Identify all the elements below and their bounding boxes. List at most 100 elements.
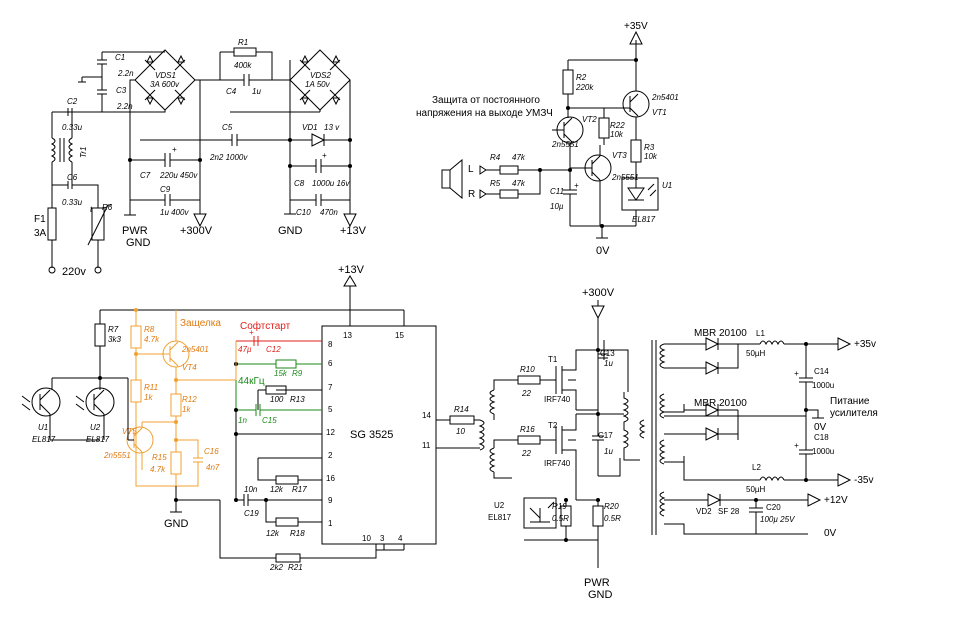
u2-type: EL817 [86,435,110,444]
pitanie2: усилителя [830,408,878,419]
c20-label: C20 [766,503,781,512]
c7-value: 220u 450v [159,171,198,180]
c10-value: 470n [320,208,338,217]
r19-value: 0.5R [552,514,569,523]
mains-220v: 220v [62,266,86,278]
output-rectifier-block: MBR 20100 MBR 20100 L1 50µH +35v C14 100… [639,328,878,539]
c14-plus: + [794,369,799,378]
pin8: 8 [328,340,333,349]
c18-value: 1000u [812,447,834,456]
f1-label: F1 [34,214,46,225]
r9-value: 15k [274,369,288,378]
r3-label: R3 [644,143,655,152]
c2-label: C2 [67,97,78,106]
r17-label: R17 [292,485,307,494]
vt1-type: 2n5401 [651,93,679,102]
c4-label: C4 [226,87,237,96]
pwr-label: PWR [122,225,148,237]
c9-label: C9 [160,185,171,194]
u1b-type: EL817 [32,435,56,444]
sf28-label: SF 28 [718,507,740,516]
vd1-value: 13 v [324,123,340,132]
p35-label: +35V [624,21,648,32]
r13-value: 100 [270,395,284,404]
svg-text:+: + [249,328,254,337]
c4-value: 1u [252,87,261,96]
r22-label: R22 [610,121,625,130]
r7-label: R7 [108,325,119,334]
r5-value: 47k [512,179,526,188]
r16-value: 22 [521,449,531,458]
r4-value: 47k [512,153,526,162]
c1-label: C1 [115,53,125,62]
r17-value: 12k [270,485,284,494]
c18-label: C18 [814,433,829,442]
mains-rectifier-block: C1 2.2n C3 2.2n C2 0.33u Tr1 C6 0.33u F1… [34,38,367,278]
r19-label: R19 [552,502,567,511]
vds1-label: VDS1 [155,71,176,80]
c13-value: 1u [604,359,613,368]
pin12: 12 [326,428,335,437]
gnd2-label: GND [278,225,303,237]
c10-label: C10 [296,208,311,217]
pin4: 4 [398,534,403,543]
pin15: 15 [395,331,404,340]
r5-label: R5 [490,179,501,188]
c11-label: C11 [550,187,564,196]
c6-label: C6 [67,173,78,182]
r21-label: R21 [288,563,303,572]
mbr2-label: MBR 20100 [694,398,747,409]
t1-type: IRF740 [544,395,571,404]
c14-label: C14 [814,367,829,376]
c5-value: 2n2 1000v [209,153,248,162]
pin10: 10 [362,534,371,543]
c19-value: 10n [244,485,258,494]
l1-label: L1 [756,329,765,338]
p12v-label: +12V [824,495,848,506]
p300b-label: +300V [582,287,615,299]
pin3: 3 [380,534,385,543]
c15-label: C15 [262,416,277,425]
ov-label: 0V [814,422,827,433]
mbr1-label: MBR 20100 [694,328,747,339]
u2-label: U2 [90,423,101,432]
c8-label: C8 [294,179,305,188]
vt5-label: VT5 [122,427,137,436]
khz44-label: 44кГц [238,376,265,387]
c12-value: 47µ [238,345,252,354]
c20-value: 100µ 25V [760,515,795,524]
sg3525-chip [321,325,437,545]
r15-value: 4.7k [150,465,166,474]
r12-value: 1k [182,405,191,414]
t2-label: T2 [548,421,558,430]
softstart-label: Софтстарт [240,320,291,332]
c14-value: 1000u [812,381,834,390]
r1-value: 400k [234,61,252,70]
c17-label: C17 [598,431,613,440]
control-block: +13V SG 3525 13 15 8 6 7 5 12 2 16 9 1 1… [21,264,437,572]
r13-label: R13 [290,395,305,404]
speaker-R: R [468,189,475,200]
r3-value: 10k [644,152,658,161]
c5-label: C5 [222,123,233,132]
r20-value: 0.5R [604,514,621,523]
p13-label: +13V [340,225,367,237]
vds1-value: 3A 600v [150,80,180,89]
vds2-value: 1A 50v [305,80,331,89]
gnd3-label: GND [164,518,189,530]
m35v-label: -35v [854,475,873,486]
c3-label: C3 [116,86,127,95]
p13b-label: +13V [338,264,365,276]
t1-label: T1 [548,355,558,364]
u2b-type: EL817 [488,513,512,522]
r10-label: R10 [520,365,535,374]
r12-label: R12 [182,395,197,404]
c12-label: C12 [266,345,281,354]
pwr2-label: PWR [584,577,610,589]
u1-label: U1 [662,181,672,190]
r2-value: 220k [575,83,594,92]
vt2-type: 2n5551 [551,140,579,149]
c18-plus: + [794,441,799,450]
pin5: 5 [328,405,333,414]
